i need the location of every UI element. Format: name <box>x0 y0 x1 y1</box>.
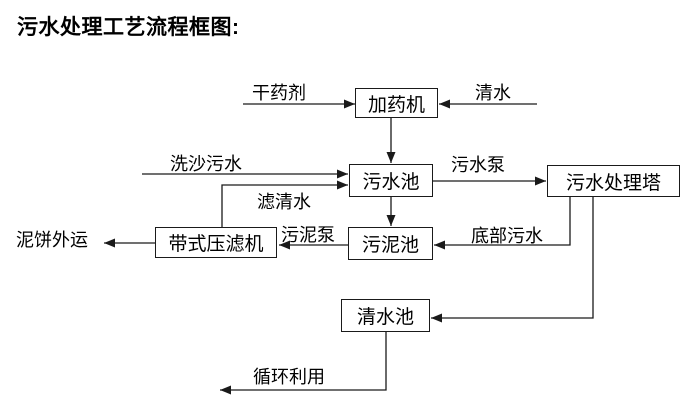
node-wastewater-pool: 污水池 <box>349 164 433 197</box>
node-dosing-machine: 加药机 <box>355 88 438 118</box>
node-clean-water-pool: 清水池 <box>341 299 430 332</box>
label-recycle-use: 循环利用 <box>253 367 325 387</box>
edge-treatment-tower-to-clean-water-pool <box>431 197 594 323</box>
label-filtered-water: 滤清水 <box>257 192 311 212</box>
label-sand-wash-wastewater: 洗沙污水 <box>170 154 242 174</box>
label-mud-cake-outbound: 泥饼外运 <box>16 230 88 250</box>
label-sludge-pump: 污泥泵 <box>281 225 335 245</box>
label-dry-agent: 干药剂 <box>252 83 306 103</box>
label-wastewater-pump: 污水泵 <box>451 155 505 175</box>
page-title: 污水处理工艺流程框图: <box>17 16 240 39</box>
label-clean-water: 清水 <box>475 83 511 103</box>
label-bottom-wastewater: 底部污水 <box>471 226 543 246</box>
node-belt-filter-press: 带式压滤机 <box>155 227 277 258</box>
node-sludge-pool: 污泥池 <box>348 227 433 260</box>
node-treatment-tower: 污水处理塔 <box>547 165 680 197</box>
